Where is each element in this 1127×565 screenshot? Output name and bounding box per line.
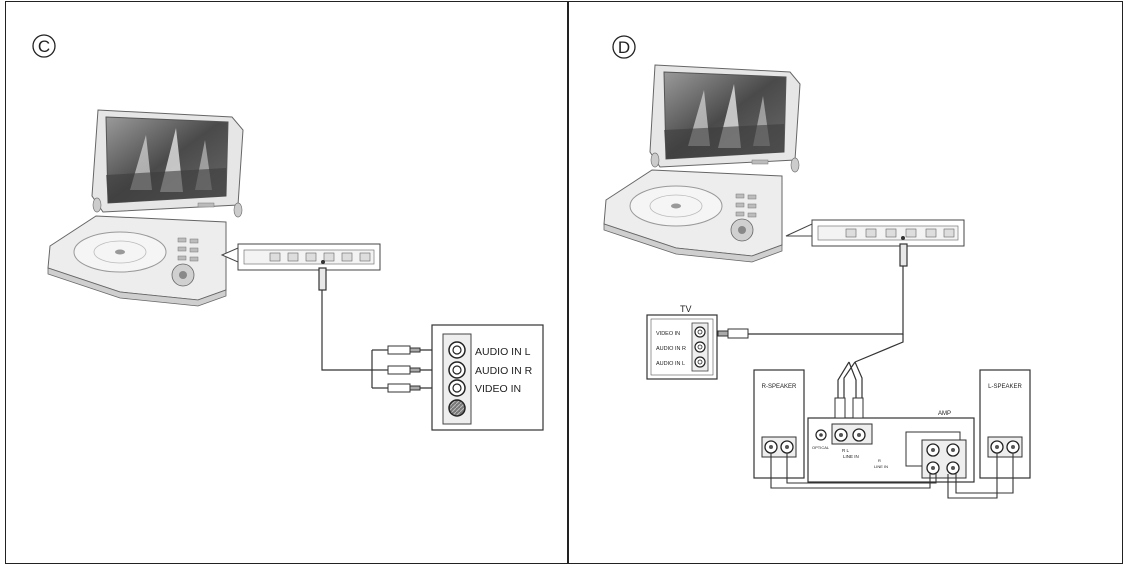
jack-label-video: VIDEO IN bbox=[475, 383, 521, 395]
tv-box: TV VIDEO IN AUDIO IN R AUDIO IN L bbox=[646, 304, 718, 380]
tv-title: TV bbox=[680, 304, 692, 314]
panel-d: D bbox=[603, 35, 1031, 499]
line-in-sub-label: R bbox=[878, 458, 881, 463]
diagram-frame bbox=[5, 1, 1123, 564]
portable-dvd-player bbox=[47, 109, 244, 307]
panel-c: C bbox=[32, 34, 544, 431]
r-speaker: R-SPEAKER bbox=[753, 369, 805, 479]
jack-label-audio-l: AUDIO IN L bbox=[475, 346, 531, 358]
line-in-label: LINE IN bbox=[843, 454, 859, 459]
av-cable-d bbox=[748, 243, 908, 398]
tv-label-audio-l: AUDIO IN L bbox=[656, 361, 685, 367]
optical-label: OPTICAL bbox=[812, 445, 830, 450]
panel-c-letter: C bbox=[38, 37, 50, 56]
l-speaker: L-SPEAKER bbox=[979, 369, 1031, 479]
l-speaker-label: L-SPEAKER bbox=[988, 384, 1022, 390]
r-speaker-label: R-SPEAKER bbox=[762, 384, 797, 390]
tv-label-audio-r: AUDIO IN R bbox=[656, 346, 686, 352]
jack-label-audio-r: AUDIO IN R bbox=[475, 365, 533, 377]
brand-badge bbox=[197, 202, 215, 208]
panel-d-marker: D bbox=[612, 35, 636, 59]
tv-label-video: VIDEO IN bbox=[656, 331, 680, 337]
panel-d-letter: D bbox=[618, 38, 630, 57]
side-panel-callout-d bbox=[785, 219, 965, 247]
side-panel-callout bbox=[220, 243, 381, 271]
panel-divider bbox=[567, 1, 569, 564]
amp-label: AMP bbox=[938, 411, 951, 417]
portable-dvd-player-d bbox=[603, 64, 801, 263]
tv-input-panel: AUDIO IN L AUDIO IN R VIDEO IN bbox=[431, 324, 544, 431]
amplifier: AMP OPTICAL R L LINE IN bbox=[807, 397, 975, 483]
av-cable bbox=[318, 267, 388, 389]
line-in-sub-label-2: LINE IN bbox=[874, 464, 888, 469]
panel-c-marker: C bbox=[32, 34, 56, 58]
speaker-wires bbox=[770, 453, 1014, 499]
line-in-rl: R L bbox=[842, 448, 850, 453]
